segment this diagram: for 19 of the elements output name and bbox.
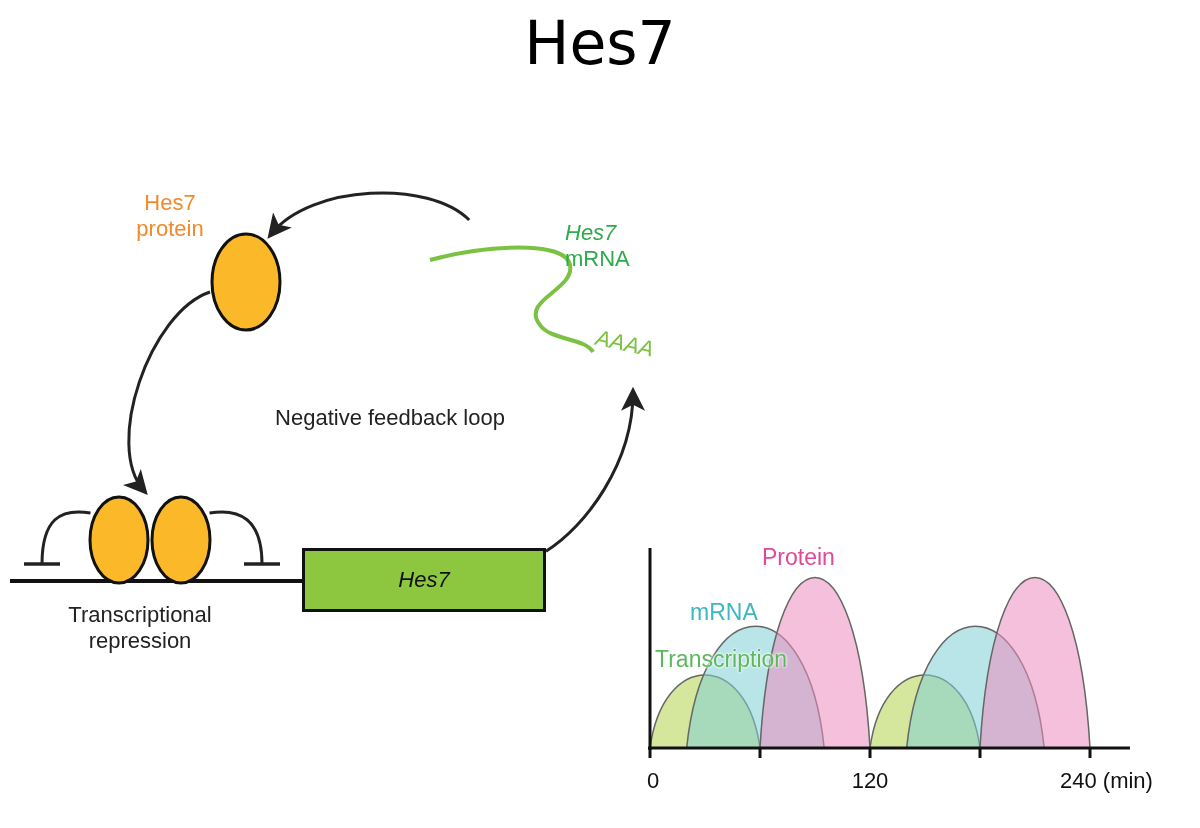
node-caption: Transcriptional repression — [67, 602, 213, 655]
arrow — [266, 191, 471, 239]
series-label: Protein — [762, 544, 836, 572]
repression-line — [209, 510, 282, 567]
series-label: mRNA — [690, 599, 759, 627]
node-caption: Hes7 protein — [135, 190, 205, 243]
arrow — [545, 386, 644, 553]
repression-line — [22, 510, 91, 567]
axis-tick-label: 0 — [645, 768, 661, 795]
protein-oval — [210, 232, 282, 332]
axis-tick-label: 240 (min) — [1060, 768, 1154, 795]
gene-box: Hes7 — [302, 548, 546, 612]
mrna-label: Hes7 mRNA — [565, 220, 631, 273]
arrow — [124, 290, 211, 496]
protein-dimer — [88, 495, 212, 585]
poly-a-tail-label: AAAA — [593, 324, 658, 364]
axis-tick-label: 120 — [850, 768, 890, 795]
loop-label: Negative feedback loop — [274, 405, 506, 432]
title: Hes7 — [523, 8, 677, 78]
